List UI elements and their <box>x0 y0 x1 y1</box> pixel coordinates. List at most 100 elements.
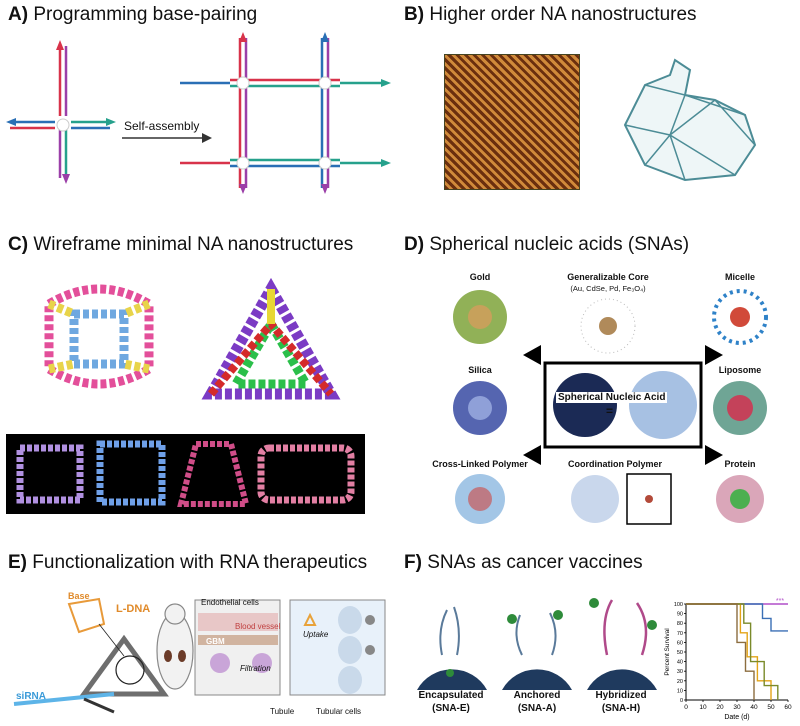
y-tick-label: 90 <box>677 612 683 618</box>
core-generalizable-label: Generalizable Core <box>567 272 649 282</box>
y-axis-label: Percent Survival <box>664 628 671 676</box>
sna-a-abbr: (SNA-A) <box>517 703 557 714</box>
sna-h-particle <box>587 598 657 690</box>
x-tick-label: 40 <box>750 704 758 711</box>
survival-series-4 <box>686 603 779 700</box>
assembly-arrowhead <box>202 133 212 143</box>
sna-e-particle <box>417 606 487 690</box>
core-liposome-label: Liposome <box>718 365 762 375</box>
sna-a-particle <box>502 610 572 690</box>
panel-a-title: A) Programming base-pairing <box>8 4 257 26</box>
panel-d-title: D) Spherical nucleic acids (SNAs) <box>404 234 689 256</box>
panel-f-letter: F) <box>404 552 422 573</box>
liposome-sna-image <box>713 381 767 435</box>
ldna-label: L-DNA <box>116 603 151 615</box>
sna-center-label: Spherical Nucleic Acid <box>556 392 668 403</box>
sna-center-diagram <box>523 345 723 465</box>
tetrahedron-structure-image <box>201 277 341 400</box>
sna-h-abbr: (SNA-H) <box>601 703 641 714</box>
x-axis-label: Date (d) <box>724 714 749 721</box>
panel-b-letter: B) <box>404 4 425 25</box>
mona-lisa-origami-image <box>444 54 580 190</box>
panel-b-heading: Higher order NA nanostructures <box>429 4 697 25</box>
x-tick-label: 50 <box>767 704 775 711</box>
core-crosslinked-label: Cross-Linked Polymer <box>432 459 528 469</box>
uptake-label: Uptake <box>303 630 329 639</box>
assembled-grid <box>180 32 391 194</box>
mouse-icon <box>156 603 194 690</box>
panel-f-heading: SNAs as cancer vaccines <box>427 552 643 573</box>
sna-h-name: Hybridized <box>595 690 647 701</box>
gbm-label: GBM <box>206 637 225 646</box>
tubule-label: Tubule <box>270 707 295 716</box>
panel-c-title: C) Wireframe minimal NA nanostructures <box>8 234 353 256</box>
significance-annotation: *** <box>776 598 784 605</box>
x-tick-label: 60 <box>784 704 792 711</box>
single-junction <box>6 40 116 184</box>
core-gold-label: Gold <box>469 272 491 282</box>
panel-f-title: F) SNAs as cancer vaccines <box>404 552 643 574</box>
x-tick-label: 10 <box>699 704 707 711</box>
base-pairing-diagram <box>6 32 391 194</box>
y-tick-label: 50 <box>677 650 683 656</box>
panel-a-heading: Programming base-pairing <box>33 4 258 25</box>
panel-d-heading: Spherical nucleic acids (SNAs) <box>429 234 690 255</box>
sirna-label: siRNA <box>16 691 47 702</box>
survival-series-5 <box>686 603 755 700</box>
gold-sna-image <box>453 290 507 344</box>
sna-equals-sign: = <box>606 404 614 418</box>
wireframe-series-shapes <box>16 440 355 507</box>
y-tick-label: 100 <box>674 602 683 608</box>
core-micelle-label: Micelle <box>724 272 755 282</box>
bunny-wireframe-image <box>623 58 757 182</box>
y-tick-label: 20 <box>677 679 683 685</box>
y-tick-label: 30 <box>677 669 683 675</box>
x-tick-label: 30 <box>733 704 741 711</box>
protein-sna-image <box>716 475 764 523</box>
micelle-sna-image <box>712 289 768 345</box>
survival-series-2 <box>686 603 788 632</box>
sna-e-abbr: (SNA-E) <box>432 703 470 714</box>
y-tick-label: 0 <box>680 698 683 704</box>
chart-series <box>686 603 788 700</box>
endothelial-cells-label: Endothelial cells <box>201 598 259 607</box>
filtration-label: Filtration <box>240 664 271 673</box>
panel-c-heading: Wireframe minimal NA nanostructures <box>33 234 354 255</box>
blood-vessel-label: Blood vessel <box>235 622 281 631</box>
core-coordination-label: Coordination Polymer <box>567 459 662 469</box>
survival-series-3 <box>686 603 772 700</box>
panel-d-letter: D) <box>404 234 425 255</box>
sna-a-name: Anchored <box>513 690 561 701</box>
y-tick-label: 40 <box>677 660 683 666</box>
panel-e-letter: E) <box>8 552 27 573</box>
base-label: Base <box>68 591 90 601</box>
crosslinked-polymer-sna-image <box>455 474 505 524</box>
x-tick-label: 20 <box>716 704 724 711</box>
core-silica-label: Silica <box>468 365 492 375</box>
self-assembly-label: Self-assembly <box>124 119 200 133</box>
panel-e-heading: Functionalization with RNA therapeutics <box>32 552 368 573</box>
sna-vaccine-formulations <box>417 598 657 690</box>
core-generalizable-subtitle: (Au, CdSe, Pd, Fe₃O₄) <box>570 284 646 293</box>
panel-e-title: E) Functionalization with RNA therapeuti… <box>8 552 367 574</box>
generalizable-core-sna-image <box>580 298 636 354</box>
sna-e-name: Encapsulated <box>418 690 484 701</box>
x-tick-label: 0 <box>684 704 688 711</box>
panel-a-letter: A) <box>8 4 29 25</box>
y-tick-label: 60 <box>677 640 683 646</box>
chart-axes <box>684 603 789 702</box>
y-tick-label: 80 <box>677 621 683 627</box>
chart-labels: 0 10 20 30 40 50 60 70 80 90 100 0 10 20 30 40 50 60Date … <box>664 598 792 721</box>
panel-b-title: B) Higher order NA nanostructures <box>404 4 697 26</box>
coordination-polymer-sna-image <box>571 473 672 525</box>
survival-chart: 0 10 20 30 40 50 60 70 80 90 100 0 10 20 30 40 50 60Date … <box>664 598 792 721</box>
wireframe-cage-image <box>44 284 154 389</box>
tubular-cells-label: Tubular cells <box>316 707 362 716</box>
panel-c-letter: C) <box>8 234 29 255</box>
wireframe-series-strip <box>6 434 365 514</box>
y-tick-label: 70 <box>677 631 683 637</box>
ldna-tetrahedron-diagram <box>13 597 169 714</box>
core-protein-label: Protein <box>724 459 756 469</box>
kidney-filtration-diagram <box>194 599 386 696</box>
y-tick-label: 10 <box>677 688 683 694</box>
